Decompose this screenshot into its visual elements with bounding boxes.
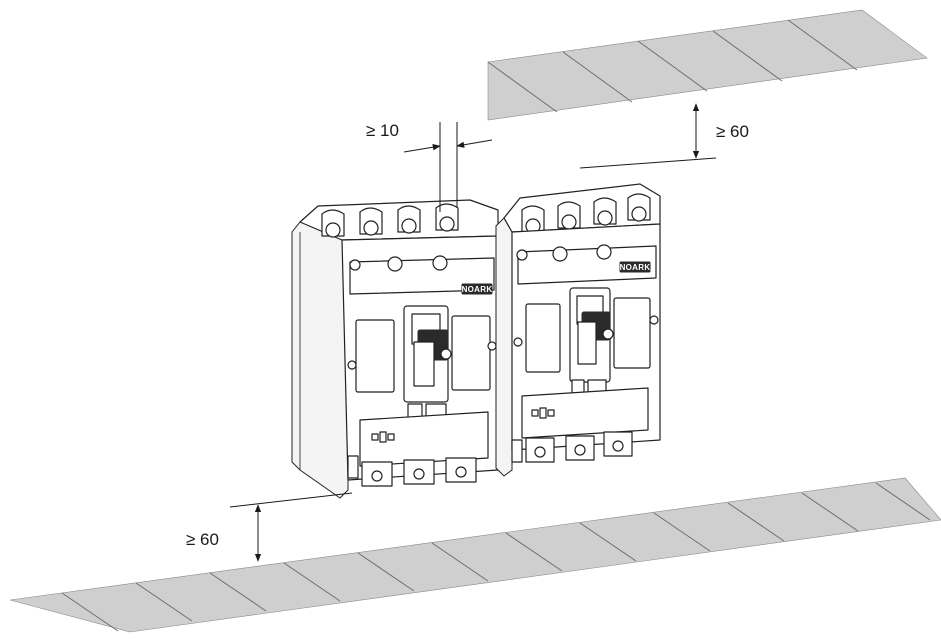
left-terminals xyxy=(321,203,459,238)
bottom-plate-hatching xyxy=(61,482,931,632)
brand-mark-left: NOARK xyxy=(462,285,493,294)
brand-plate-left xyxy=(461,283,493,295)
brand-plate-right xyxy=(619,261,651,273)
left-bottom-terminals xyxy=(347,455,477,487)
right-bottom-terminals xyxy=(511,431,633,463)
left-handle xyxy=(413,329,452,387)
circuit-breaker-left: NOARK xyxy=(291,199,499,499)
bottom-clearance-dimension: ≥ 60 xyxy=(186,492,353,562)
side-gap-dimension: ≥ 10 xyxy=(366,121,493,212)
circuit-breaker-right: NOARK xyxy=(495,183,661,477)
right-terminals xyxy=(521,193,651,234)
right-handle xyxy=(577,311,614,365)
side-gap-label: ≥ 10 xyxy=(366,121,399,140)
top-clearance-dimension: ≥ 60 xyxy=(579,103,749,169)
bottom-plate xyxy=(9,477,941,633)
bottom-clearance-label: ≥ 60 xyxy=(186,530,219,549)
top-plate-hatching xyxy=(487,19,858,113)
top-clearance-label: ≥ 60 xyxy=(716,122,749,141)
brand-mark-right: NOARK xyxy=(620,263,651,272)
top-plate xyxy=(487,9,928,121)
